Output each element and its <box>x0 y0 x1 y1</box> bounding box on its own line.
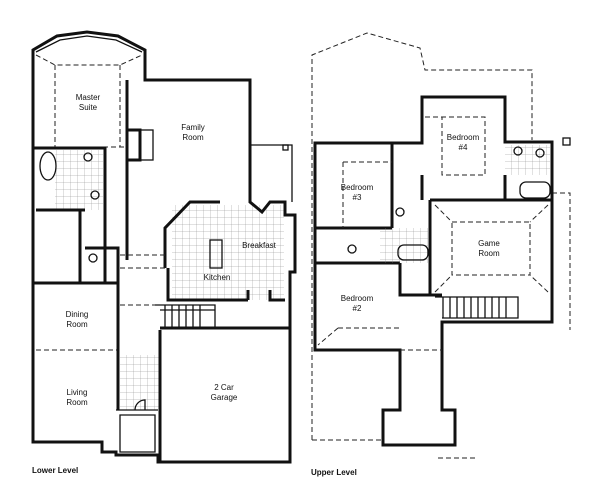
sink <box>90 190 100 200</box>
sink <box>347 244 357 254</box>
toilet <box>88 253 98 263</box>
bathtub <box>39 151 57 181</box>
bedroom-3-label: Bedroom <box>341 183 374 192</box>
patio-post <box>562 137 571 146</box>
upper-ceilings <box>317 116 549 346</box>
front-door[interactable] <box>134 399 146 411</box>
entry-porch <box>116 409 158 453</box>
game-room-label: Room <box>478 249 500 258</box>
bedroom-3-label: #3 <box>353 193 362 202</box>
fireplace <box>139 129 154 161</box>
upper-level-caption: Upper Level <box>311 468 357 477</box>
living-room-label: Room <box>66 398 88 407</box>
garage-label: Garage <box>211 393 238 402</box>
bathtub <box>397 244 429 261</box>
upper-inner-walls <box>315 143 552 297</box>
toilet <box>535 148 545 158</box>
bedroom-4-label: Bedroom <box>447 133 480 142</box>
bedroom-4-label: #4 <box>459 143 468 152</box>
master-ceiling <box>35 54 143 148</box>
patio <box>250 144 293 202</box>
upper-stairs[interactable] <box>435 296 519 319</box>
lower-inner-walls <box>33 146 120 285</box>
kitchen-tile <box>172 205 284 300</box>
game-room-label: Game <box>478 239 500 248</box>
sink <box>513 146 523 156</box>
master-suite-label: Master <box>76 93 101 102</box>
bedroom-2-label: Bedroom <box>341 294 374 303</box>
breakfast-label: Breakfast <box>242 241 277 250</box>
dining-room-label: Dining <box>66 310 89 319</box>
living-room-label: Living <box>67 388 88 397</box>
bathtub <box>519 181 551 199</box>
kitchen-label: Kitchen <box>204 273 231 282</box>
lower-level-caption: Lower Level <box>32 466 78 475</box>
lower-stairs[interactable] <box>155 304 216 329</box>
master-suite-label: Suite <box>79 103 98 112</box>
upper-bath-tile <box>505 145 550 175</box>
upper-level-plan: Bedroom #4 Bedroom #3 Bedroom #2 Game Ro… <box>311 32 571 477</box>
kitchen-island <box>209 239 223 269</box>
family-room-label: Family <box>181 123 205 132</box>
master-bay <box>35 35 143 53</box>
upper-footprint-outline <box>311 32 571 459</box>
lower-level-plan: Master Suite Family Room Breakfast Kitch… <box>31 30 297 475</box>
family-walls <box>125 80 142 260</box>
kitchen-walls <box>163 200 285 302</box>
bedroom-2-label: #2 <box>353 304 362 313</box>
sink <box>395 207 405 217</box>
master-bath-tile <box>55 150 103 210</box>
garage-label: 2 Car <box>214 383 234 392</box>
sink <box>83 152 93 162</box>
family-room-label: Room <box>182 133 204 142</box>
garage-walls <box>116 283 290 462</box>
lower-outer-wall <box>31 30 297 464</box>
patio-post <box>282 144 289 151</box>
opening-lines <box>120 254 165 306</box>
dining-room-label: Room <box>66 320 88 329</box>
upper-outer-wall <box>313 95 554 447</box>
